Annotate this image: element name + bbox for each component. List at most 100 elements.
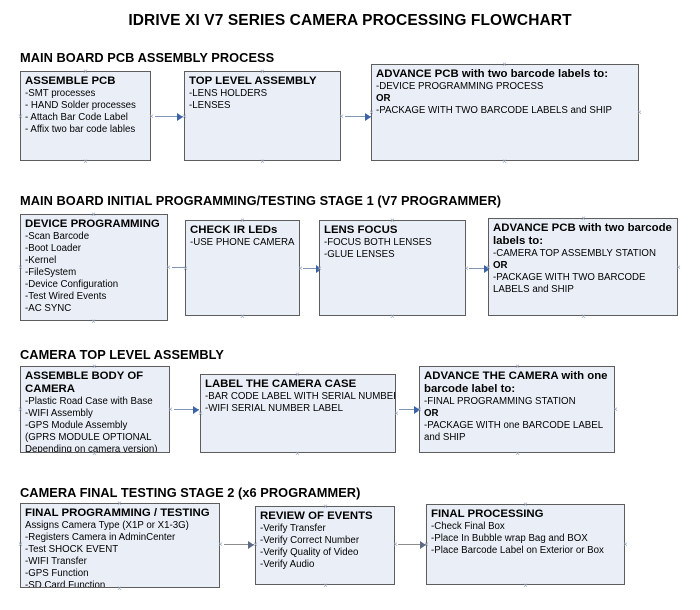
node-top-level-assembly[interactable]: TOP LEVEL ASSEMBLY -LENS HOLDERS -LENSES xyxy=(184,71,341,161)
node-assemble-body-of-camera[interactable]: ASSEMBLE BODY OF CAMERA -Plastic Road Ca… xyxy=(20,366,170,453)
node-header: ASSEMBLE BODY OF CAMERA xyxy=(25,370,144,396)
resize-handle-top[interactable] xyxy=(389,217,396,224)
resize-handle-bottom[interactable] xyxy=(239,313,246,320)
resize-handle-right[interactable] xyxy=(167,406,174,413)
resize-handle-right[interactable] xyxy=(393,410,400,417)
resize-handle-bottom[interactable] xyxy=(294,450,301,457)
resize-handle-bottom[interactable] xyxy=(322,582,329,589)
node-advance-the-camera-one-barcode-label[interactable]: ADVANCE THE CAMERA with one barcode labe… xyxy=(419,366,615,453)
resize-handle-bottom[interactable] xyxy=(580,313,587,320)
resize-handle-bottom[interactable] xyxy=(116,585,123,592)
node-line: -WIFI Transfer xyxy=(25,556,87,568)
resize-handle-left[interactable] xyxy=(252,541,259,548)
node-header: ADVANCE PCB with two barcode labels to: xyxy=(493,222,672,248)
resize-handle-left[interactable] xyxy=(423,541,430,548)
node-final-processing[interactable]: FINAL PROCESSING -Check Final Box -Place… xyxy=(426,504,625,585)
resize-handle-bottom[interactable] xyxy=(90,318,97,325)
resize-handle-left[interactable] xyxy=(416,406,423,413)
resize-handle-top[interactable] xyxy=(82,68,89,75)
resize-handle-right[interactable] xyxy=(165,264,172,271)
node-final-programming-testing[interactable]: FINAL PROGRAMMING / TESTING Assigns Came… xyxy=(20,503,220,588)
node-body: TOP LEVEL ASSEMBLY -LENS HOLDERS -LENSES xyxy=(185,72,340,114)
node-header: LABEL THE CAMERA CASE xyxy=(205,378,357,390)
node-line: -SD Card Function xyxy=(25,580,106,588)
node-line: -Plastic Road Case with Base xyxy=(25,396,153,408)
resize-handle-bottom[interactable] xyxy=(514,450,521,457)
resize-handle-bottom[interactable] xyxy=(501,158,508,165)
resize-handle-top[interactable] xyxy=(239,217,246,224)
resize-handle-left[interactable] xyxy=(485,264,492,271)
node-line: -CAMERA TOP ASSEMBLY STATION xyxy=(493,248,656,260)
resize-handle-left[interactable] xyxy=(182,265,189,272)
resize-handle-top[interactable] xyxy=(294,371,301,378)
node-line: -PACKAGE WITH one BARCODE LABEL and SHIP xyxy=(424,420,603,444)
resize-handle-right[interactable] xyxy=(612,406,619,413)
section-title-camera-top-level-assembly: CAMERA TOP LEVEL ASSEMBLY xyxy=(20,347,224,362)
node-header: FINAL PROCESSING xyxy=(431,508,544,520)
node-advance-pcb-two-barcode-labels[interactable]: ADVANCE PCB with two barcode labels to: … xyxy=(371,64,639,161)
resize-handle-right[interactable] xyxy=(636,109,643,116)
node-body: FINAL PROGRAMMING / TESTING Assigns Came… xyxy=(21,504,219,588)
node-body: LABEL THE CAMERA CASE -BAR CODE LABEL WI… xyxy=(201,375,395,417)
resize-handle-bottom[interactable] xyxy=(259,158,266,165)
resize-handle-right[interactable] xyxy=(217,541,224,548)
resize-handle-top[interactable] xyxy=(522,501,529,508)
node-body: ADVANCE PCB with two barcode labels to: … xyxy=(489,219,677,298)
node-advance-pcb-to-camera-top-assembly[interactable]: ADVANCE PCB with two barcode labels to: … xyxy=(488,218,678,316)
node-line: -Test SHOCK EVENT xyxy=(25,544,119,556)
resize-handle-top[interactable] xyxy=(116,500,123,507)
resize-handle-top[interactable] xyxy=(91,363,98,370)
resize-handle-left[interactable] xyxy=(17,264,24,271)
resize-handle-left[interactable] xyxy=(17,406,24,413)
resize-handle-bottom[interactable] xyxy=(522,582,529,589)
node-line: -GPS Module Assembly xyxy=(25,420,128,432)
resize-handle-top[interactable] xyxy=(90,211,97,218)
node-header: ADVANCE THE CAMERA with one barcode labe… xyxy=(424,370,608,396)
resize-handle-left[interactable] xyxy=(316,265,323,272)
node-line: -FileSystem xyxy=(25,267,77,279)
section-title-main-board-pcb-assembly-process: MAIN BOARD PCB ASSEMBLY PROCESS xyxy=(20,50,275,65)
node-line: -GPS Function xyxy=(25,568,89,580)
node-review-of-events[interactable]: REVIEW OF EVENTS -Verify Transfer -Verif… xyxy=(255,506,395,585)
node-line: -WIFI Assembly xyxy=(25,408,93,420)
connector-review-of-events-to-final-processing xyxy=(398,540,426,549)
resize-handle-top[interactable] xyxy=(514,363,521,370)
node-header: LENS FOCUS xyxy=(324,224,398,236)
resize-handle-right[interactable] xyxy=(338,113,345,120)
resize-handle-bottom[interactable] xyxy=(82,158,89,165)
connector-line xyxy=(174,409,199,411)
resize-handle-right[interactable] xyxy=(675,264,682,271)
node-line: -Test Wired Events xyxy=(25,291,107,303)
resize-handle-bottom[interactable] xyxy=(389,313,396,320)
section-title-main-board-initial-programming-testing-stage-1: MAIN BOARD INITIAL PROGRAMMING/TESTING S… xyxy=(20,193,502,208)
resize-handle-bottom[interactable] xyxy=(91,450,98,457)
node-label-the-camera-case[interactable]: LABEL THE CAMERA CASE -BAR CODE LABEL WI… xyxy=(200,374,396,453)
resize-handle-right[interactable] xyxy=(463,265,470,272)
resize-handle-right[interactable] xyxy=(297,265,304,272)
node-device-programming[interactable]: DEVICE PROGRAMMING -Scan Barcode -Boot L… xyxy=(20,214,168,321)
node-header: CHECK IR LEDs xyxy=(190,224,278,236)
resize-handle-left[interactable] xyxy=(17,113,24,120)
node-line: -LENSES xyxy=(189,100,231,112)
resize-handle-right[interactable] xyxy=(392,541,399,548)
resize-handle-top[interactable] xyxy=(259,68,266,75)
resize-handle-top[interactable] xyxy=(501,61,508,68)
resize-handle-left[interactable] xyxy=(17,541,24,548)
node-line: -FOCUS BOTH LENSES xyxy=(324,237,432,249)
node-line: -AC SYNC xyxy=(25,303,72,315)
node-line: (GPRS MODULE OPTIONAL xyxy=(25,432,152,444)
node-header: FINAL PROGRAMMING / TESTING xyxy=(25,507,210,519)
node-assemble-pcb[interactable]: ASSEMBLE PCB -SMT processes - HAND Solde… xyxy=(20,71,151,161)
resize-handle-right[interactable] xyxy=(622,541,629,548)
resize-handle-right[interactable] xyxy=(148,113,155,120)
resize-handle-top[interactable] xyxy=(322,503,329,510)
resize-handle-left[interactable] xyxy=(197,410,204,417)
node-header: DEVICE PROGRAMMING xyxy=(25,218,160,230)
resize-handle-left[interactable] xyxy=(368,109,375,116)
resize-handle-left[interactable] xyxy=(181,113,188,120)
node-check-ir-leds[interactable]: CHECK IR LEDs -USE PHONE CAMERA xyxy=(185,220,300,316)
resize-handle-top[interactable] xyxy=(580,215,587,222)
node-line: -Place Barcode Label on Exterior or Box xyxy=(431,545,604,557)
node-line: OR xyxy=(493,260,508,272)
node-lens-focus[interactable]: LENS FOCUS -FOCUS BOTH LENSES -GLUE LENS… xyxy=(319,220,466,316)
